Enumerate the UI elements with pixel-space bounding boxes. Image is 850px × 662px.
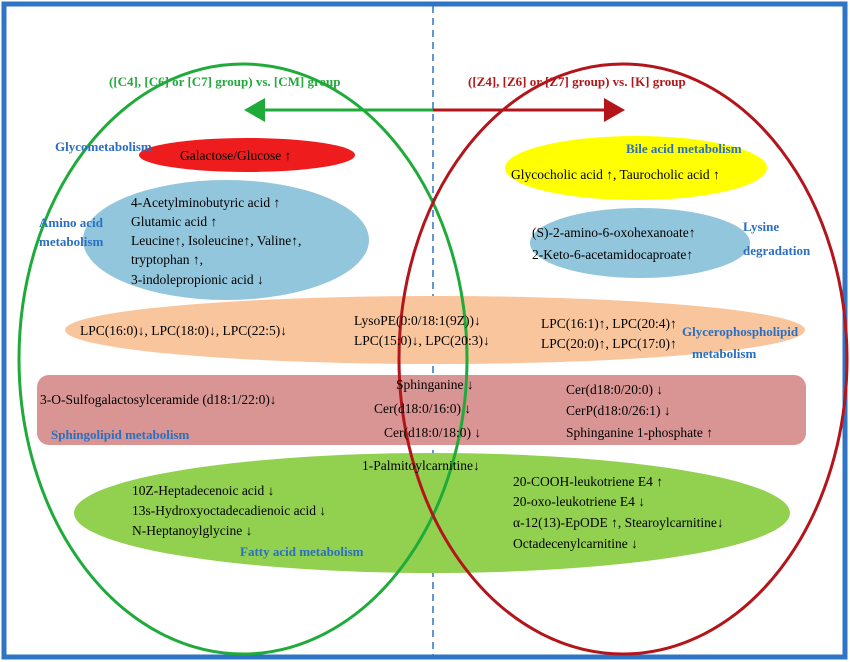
glycerophospholipid-center: LPC(15:0)↓, LPC(20:3)↓ <box>354 333 490 348</box>
lysine-item: (S)-2-amino-6-oxohexanoate↑ <box>532 225 695 240</box>
bile-acid-ellipse <box>505 136 767 200</box>
sphingolipid-left: 3-O-Sulfogalactosylceramide (d18:1/22:0)… <box>40 392 277 407</box>
fatty-acid-right: 20-oxo-leukotriene E4 ↓ <box>513 494 645 509</box>
glycometabolism-label: Glycometabolism <box>55 139 152 154</box>
fatty-acid-center: 1-Palmitoylcarnitine↓ <box>362 458 480 473</box>
fatty-acid-right: α-12(13)-EpODE ↑, Stearoylcarnitine↓ <box>513 515 724 530</box>
sphingolipid-center: Sphinganine ↓ <box>396 377 474 392</box>
lysine-ellipse <box>530 208 750 278</box>
red-group-circle <box>397 62 849 656</box>
amino-acid-item: 4-Acetylminobutyric acid ↑ <box>131 195 280 210</box>
amino-acid-label-2: metabolism <box>39 234 103 249</box>
glycerophospholipid-center: LysoPE(0:0/18:1(9Z))↓ <box>354 313 481 328</box>
fatty-acid-label: Fatty acid metabolism <box>240 544 364 559</box>
amino-acid-item: Leucine↑, Isoleucine↑, Valine↑, <box>131 233 301 248</box>
lysine-label-2: degradation <box>743 243 811 258</box>
sphingolipid-band <box>37 375 806 445</box>
amino-acid-ellipse <box>83 180 369 300</box>
header-left: ([C4], [C6] or [C7] group) vs. [CM] grou… <box>109 74 340 89</box>
glycerophospholipid-right: LPC(20:0)↑, LPC(17:0)↑ <box>541 336 677 351</box>
glycometabolism-ellipse <box>139 138 355 172</box>
lysine-label-1: Lysine <box>743 219 779 234</box>
sphingolipid-label: Sphingolipid metabolism <box>51 427 190 442</box>
glycerophospholipid-left: LPC(16:0)↓, LPC(18:0)↓, LPC(22:5)↓ <box>80 323 287 338</box>
amino-acid-item: tryptophan ↑, <box>131 252 203 267</box>
sphingolipid-center: Cer(d18:0/16:0) ↓ <box>374 401 471 416</box>
amino-acid-item: Glutamic acid ↑ <box>131 214 217 229</box>
fatty-acid-left: 10Z-Heptadecenoic acid ↓ <box>132 483 274 498</box>
sphingolipid-right: Cer(d18:0/20:0) ↓ <box>566 382 663 397</box>
glycerophospholipid-label-2: metabolism <box>692 346 756 361</box>
glycerophospholipid-right: LPC(16:1)↑, LPC(20:4)↑ <box>541 316 677 331</box>
bile-acid-label: Bile acid metabolism <box>626 141 742 156</box>
glycerophospholipid-label-1: Glycerophospholipid <box>682 324 799 339</box>
fatty-acid-right: Octadecenylcarnitine ↓ <box>513 536 638 551</box>
lysine-item: 2-Keto-6-acetamidocaproate↑ <box>532 247 693 262</box>
amino-acid-label-1: Amino acid <box>39 215 104 230</box>
bile-acid-item: Glycocholic acid ↑, Taurocholic acid ↑ <box>511 167 720 182</box>
glycerophospholipid-ellipse <box>65 296 805 364</box>
fatty-acid-right: 20-COOH-leukotriene E4 ↑ <box>513 474 663 489</box>
amino-acid-item: 3-indolepropionic acid ↓ <box>131 272 264 287</box>
header-right: ([Z4], [Z6] or [Z7] group) vs. [K] group <box>468 74 686 89</box>
galactose-glucose: Galactose/Glucose ↑ <box>180 148 291 163</box>
sphingolipid-right: Sphinganine 1-phosphate ↑ <box>566 425 713 440</box>
sphingolipid-center: Cer(d18:0/18:0) ↓ <box>384 425 481 440</box>
fatty-acid-left: 13s-Hydroxyoctadecadienoic acid ↓ <box>132 503 326 518</box>
fatty-acid-left: N-Heptanoylglycine ↓ <box>132 523 252 538</box>
green-group-circle <box>17 62 469 656</box>
sphingolipid-right: CerP(d18:0/26:1) ↓ <box>566 403 671 418</box>
